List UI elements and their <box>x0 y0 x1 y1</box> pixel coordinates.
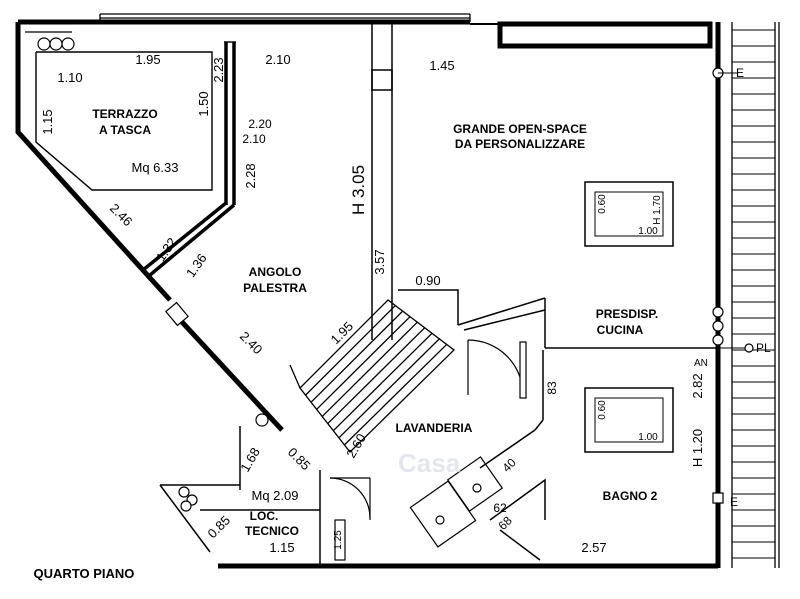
dim-1-95-top: 1.95 <box>135 52 160 67</box>
dim-1-36: 1.36 <box>183 251 210 280</box>
staircase <box>289 299 455 453</box>
palestra-label-1: ANGOLO <box>249 265 302 279</box>
dim-2-10-small: 2.10 <box>242 132 266 146</box>
railing-ticks <box>732 29 775 559</box>
skylight2-width: 0.60 <box>597 400 608 420</box>
open-space-label-1: GRANDE OPEN-SPACE <box>453 122 587 136</box>
dim-83: 83 <box>545 381 559 395</box>
interior-walls <box>159 24 718 568</box>
cucina-label-1: PRESDISP. <box>596 307 658 321</box>
dim-62: 62 <box>493 501 507 515</box>
dim-0-85-bottom: 0.85 <box>205 513 234 542</box>
stair-step <box>332 332 433 432</box>
dim-h-1-20: H 1.20 <box>690 429 705 467</box>
dim-2-60: 2.60 <box>343 431 369 460</box>
dim-3-57: 3.57 <box>372 249 387 274</box>
dim-2-82: 2.82 <box>690 373 705 398</box>
skylight1-height: H 1.70 <box>652 195 663 225</box>
stair-step <box>305 305 396 396</box>
stair-step <box>321 321 418 417</box>
dim-2-46: 2.46 <box>107 201 136 230</box>
dim-1-15-bottom: 1.15 <box>269 540 294 555</box>
dim-2-20: 2.20 <box>248 117 272 131</box>
dim-2-40: 2.40 <box>237 329 266 358</box>
watermark: Casa <box>398 448 461 478</box>
dim-0-90: 0.90 <box>415 273 440 288</box>
terrazzo-label-2: A TASCA <box>99 123 151 137</box>
service-symbols <box>37 37 754 512</box>
right-railing <box>731 22 780 568</box>
open-space-label-2: DA PERSONALIZZARE <box>455 137 585 151</box>
stair-step <box>338 338 440 439</box>
lavanderia-label: LAVANDERIA <box>396 421 473 435</box>
markers: PL AN E E <box>694 66 771 509</box>
stair-step <box>327 327 426 425</box>
dim-68: 68 <box>495 513 515 533</box>
dim-1-50: 1.50 <box>196 91 211 116</box>
roof-edge <box>25 13 471 33</box>
dim-1-10: 1.10 <box>57 70 82 85</box>
dim-1-45: 1.45 <box>429 58 454 73</box>
marker-an: AN <box>694 358 708 369</box>
tecnico-label-1: LOC. <box>250 509 279 523</box>
room-labels: TERRAZZO A TASCA Mq 6.33 GRANDE OPEN-SPA… <box>34 107 659 581</box>
marker-pl: PL <box>756 341 771 355</box>
marker-e: E <box>730 495 738 509</box>
wall-top-left <box>15 22 172 302</box>
doors <box>329 339 527 561</box>
dim-1-95-stair: 1.95 <box>328 319 357 348</box>
tecnico-label-2: TECNICO <box>245 524 299 538</box>
dim-1-15-left: 1.15 <box>40 109 55 134</box>
dim-2-23: 2.23 <box>211 57 226 82</box>
floor-label: QUARTO PIANO <box>34 566 135 581</box>
tecnico-area: Mq 2.09 <box>252 488 299 503</box>
dim-2-10-top: 2.10 <box>265 52 290 67</box>
palestra-label-2: PALESTRA <box>243 281 307 295</box>
dim-40: 40 <box>499 455 519 475</box>
stair-step <box>316 316 411 410</box>
sink-fixtures <box>409 456 504 548</box>
terrazzo-label-1: TERRAZZO <box>92 107 157 121</box>
terrazzo-area: Mq 6.33 <box>132 160 179 175</box>
dim-1-68: 1.68 <box>237 445 263 474</box>
stair-step <box>310 310 404 403</box>
stair-step <box>343 343 448 446</box>
dim-2-28: 2.28 <box>243 163 258 188</box>
skylight-bar <box>497 21 713 49</box>
cucina-label-2: CUCINA <box>597 323 644 337</box>
marker-e-top: E <box>736 66 744 80</box>
dim-1-25: 1.25 <box>333 530 344 550</box>
skylight1-width: 0.60 <box>597 194 608 214</box>
dim-2-57: 2.57 <box>581 540 606 555</box>
terrazzo-walls <box>35 41 236 277</box>
skylight1-depth: 1.00 <box>638 226 658 237</box>
skylight2-depth: 1.00 <box>638 432 658 443</box>
wall-diagonal-lower <box>180 320 284 432</box>
bagno-label: BAGNO 2 <box>603 489 658 503</box>
dim-0-85-top: 0.85 <box>285 445 314 474</box>
outer-walls <box>15 19 721 569</box>
skylights <box>584 181 674 453</box>
dim-h-3-05: H 3.05 <box>349 165 368 215</box>
